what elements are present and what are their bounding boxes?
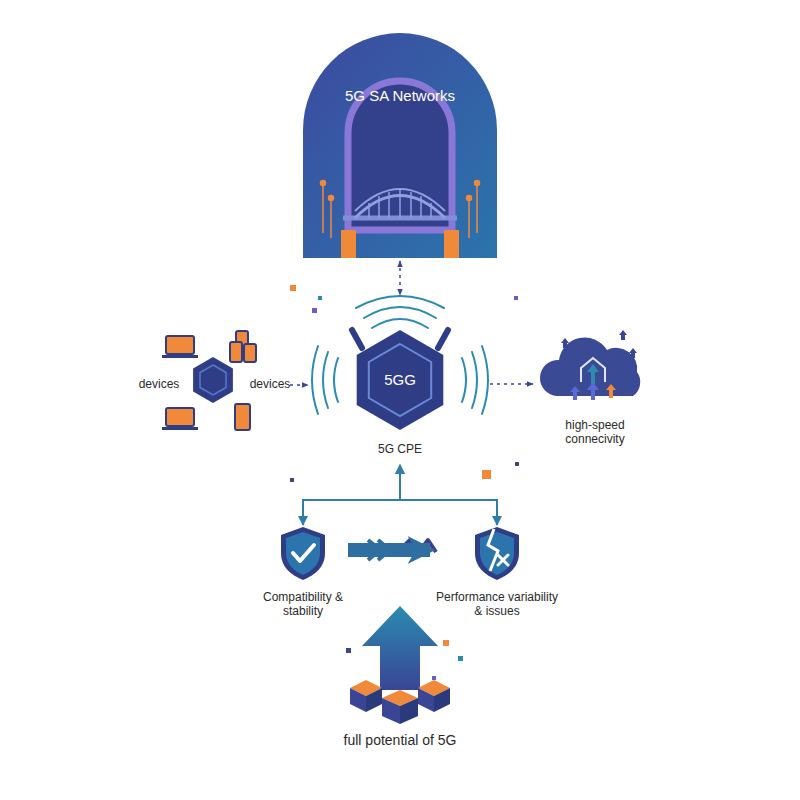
network-arch-outline (303, 33, 497, 258)
devices-cluster: devicesdevices (140, 330, 290, 440)
cpe-code: 5GG (310, 371, 490, 389)
link-dashed (399, 261, 401, 295)
network-title: 5G SA Networks (303, 87, 497, 105)
outcome-label: full potential of 5G (320, 732, 480, 749)
confetti-squares (290, 285, 519, 680)
chevron-marks (368, 540, 390, 560)
chevron-connector (348, 543, 430, 557)
network-arch: 5G SA Networks (303, 33, 497, 258)
shield-label: Compatibility & stability (248, 590, 358, 619)
cpe-label: 5G CPE (310, 442, 490, 456)
growth-arrow (362, 606, 438, 690)
link-dashed (490, 383, 533, 385)
cpe-hexagon: 5GG 5G CPE (310, 298, 490, 465)
shield-label: Performance variability & issues (432, 590, 562, 619)
devices-label: devices (246, 377, 294, 391)
split-connector (303, 465, 400, 525)
devices-label: devices (136, 377, 182, 391)
cloud: high-speed connecivity (535, 318, 655, 450)
shield-check: Compatibility & stability (258, 525, 348, 615)
cubes: full potential of 5G (320, 668, 480, 758)
link-dashed (290, 384, 308, 386)
split-connector (400, 465, 497, 525)
cloud-label: high-speed connecivity (545, 418, 645, 447)
shield-warning: Performance variability & issues (432, 525, 562, 615)
lightning-zigzag (398, 540, 436, 556)
